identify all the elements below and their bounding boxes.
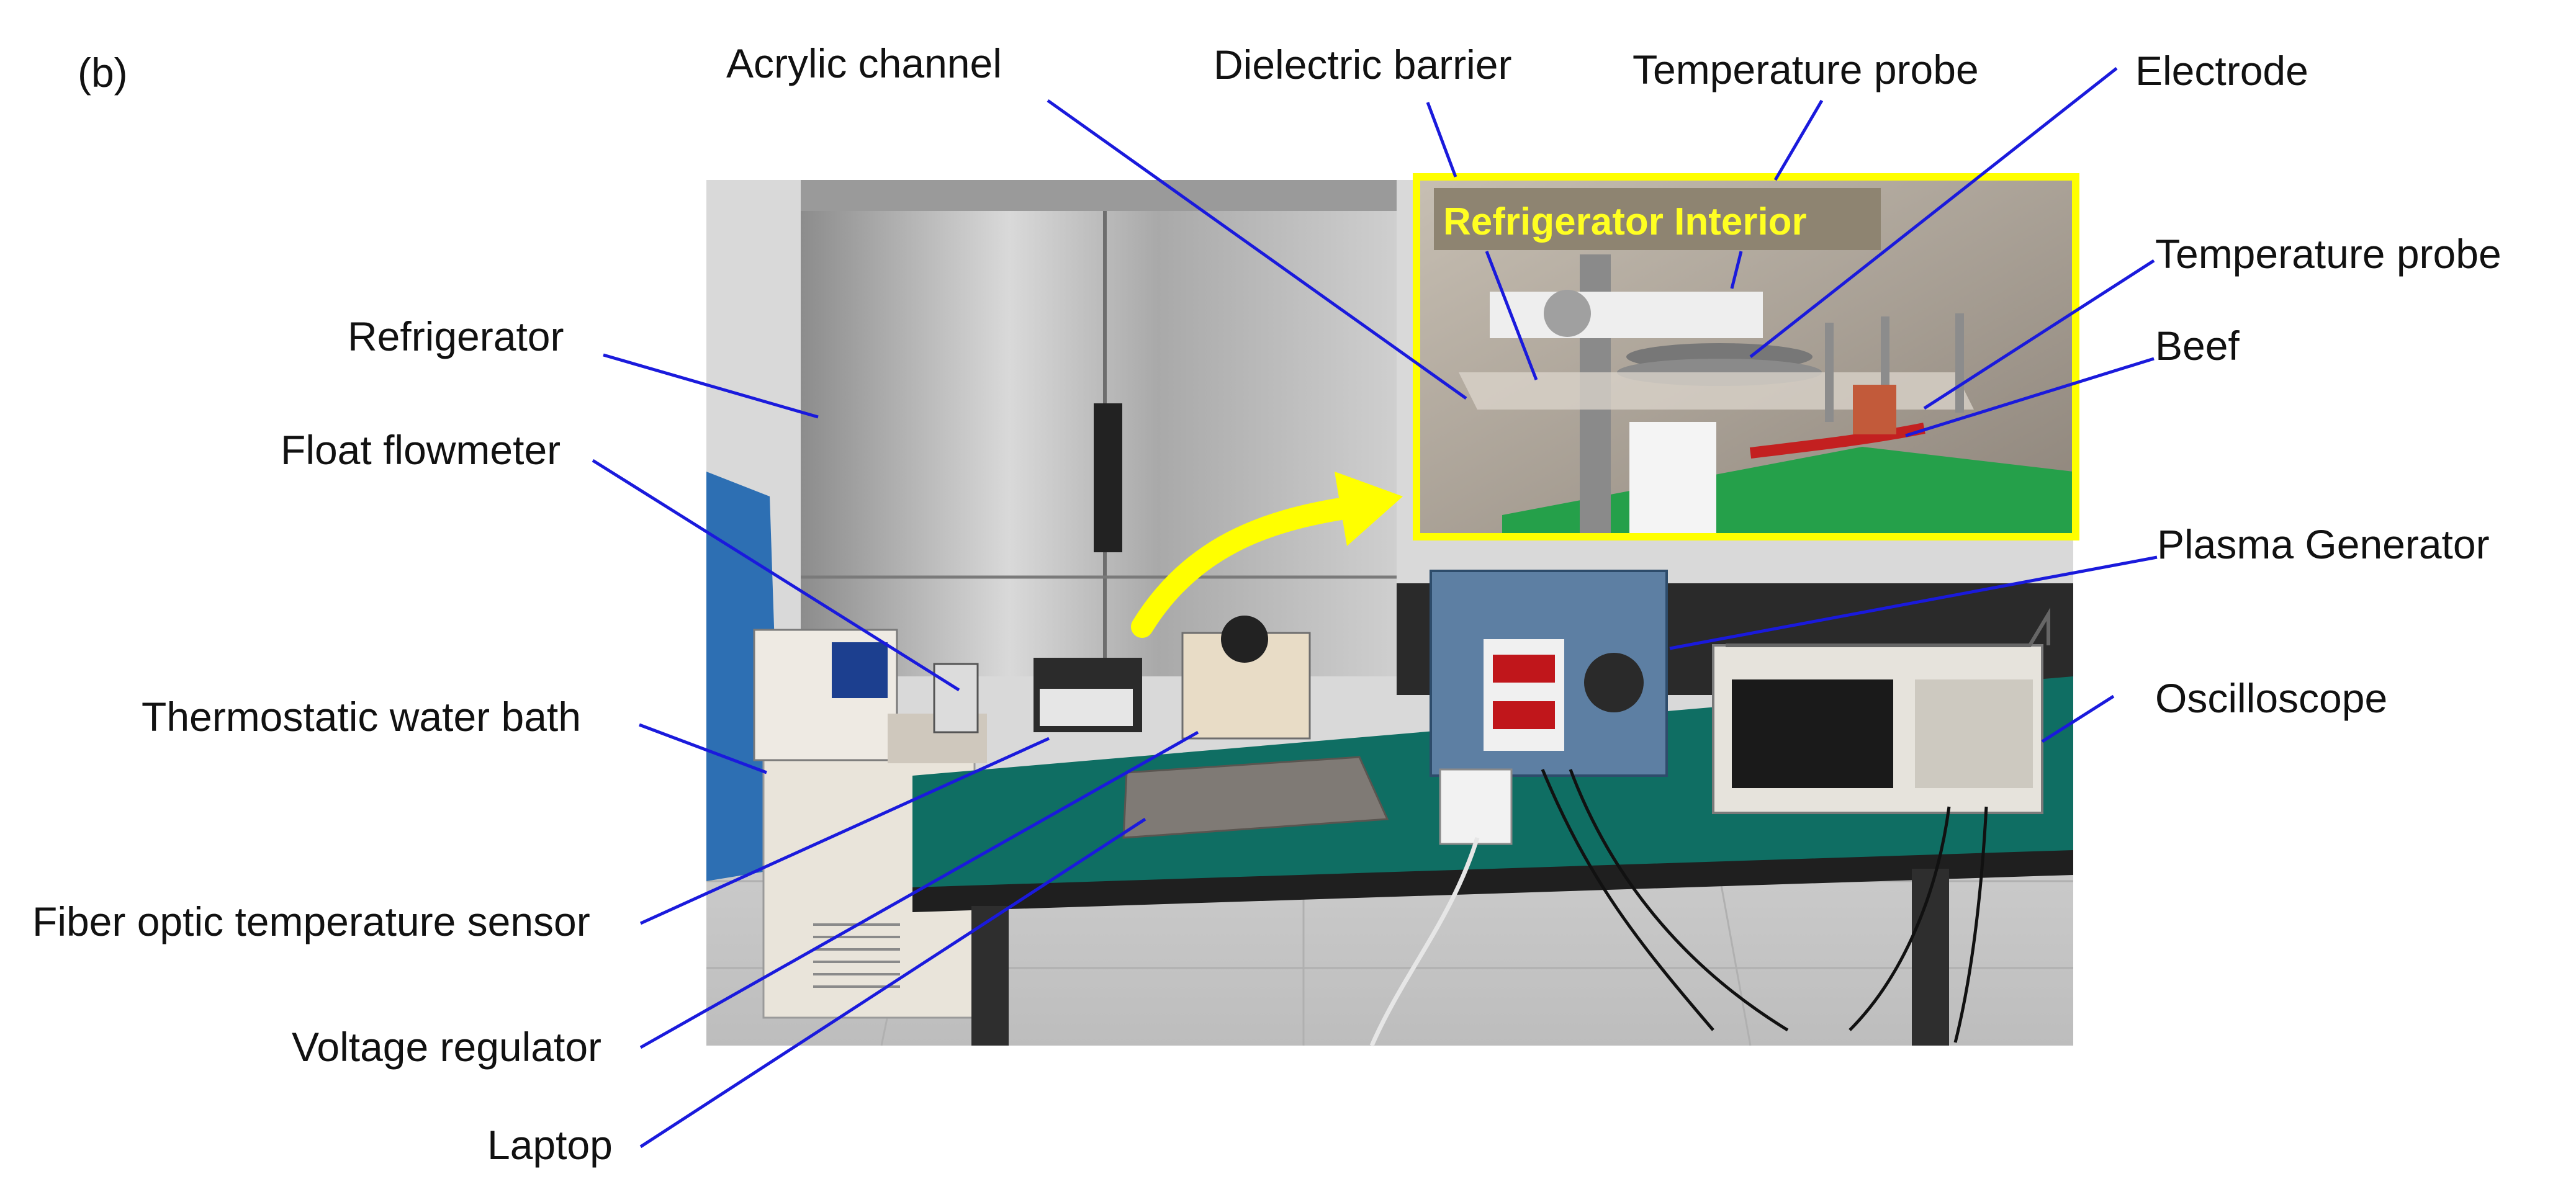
label-voltage-regulator: Voltage regulator [292,1024,601,1070]
laptop-body [1122,756,1389,839]
leader-acrylic-channel-inset [1485,251,1538,380]
label-beef: Beef [2155,323,2240,369]
leader-temperature-probe-right [1923,259,2155,410]
inset-acrylic-channel [1459,372,1974,410]
label-thermostatic-water-bath: Thermostatic water bath [142,694,581,740]
refrigerator-handle [1094,403,1122,552]
label-fiber-optic-temperature-sensor: Fiber optic temperature sensor [32,899,590,944]
label-temperature-probe-top: Temperature probe [1633,47,1979,92]
leader-dielectric-barrier [1426,102,1457,177]
leader-electrode [1749,67,2118,358]
label-float-flowmeter: Float flowmeter [281,427,561,473]
labels: (b) Acrylic channel Dielectric barrier T… [32,40,2502,1168]
table-leg-right [1912,869,1949,1046]
label-acrylic-channel: Acrylic channel [726,40,1002,86]
refrigerator-interior-inset: Refrigerator Interior [1413,173,2079,540]
label-oscilloscope: Oscilloscope [2155,675,2387,721]
label-refrigerator: Refrigerator [348,313,564,359]
label-plasma-generator: Plasma Generator [2157,521,2490,567]
leader-temperature-probe-top-inset [1730,251,1743,289]
label-dielectric-barrier: Dielectric barrier [1214,42,1511,87]
leader-lines [592,67,2158,1149]
leader-laptop [639,817,1146,1149]
cables [1541,769,1988,1043]
label-laptop: Laptop [487,1122,613,1168]
leader-acrylic-channel [1047,99,1467,400]
inset-title: Refrigerator Interior [1443,200,1807,243]
leader-temperature-probe-top [1773,99,1824,181]
label-temperature-probe-right: Temperature probe [2155,231,2502,277]
leader-fiber-optic-sensor [639,737,1050,925]
table-edge [912,850,2073,912]
panel-label: (b) [78,50,128,96]
inset-title-box [1434,188,1881,250]
yellow-arrow [1131,472,1403,638]
leader-thermostatic-water-bath [639,723,767,774]
float-flowmeter-body [933,663,979,733]
leader-float-flowmeter [592,459,960,692]
leader-plasma-generator [1669,555,2158,650]
oscilloscope-screen [1732,679,1893,788]
inset-border [1413,173,2079,540]
leader-refrigerator [603,353,819,419]
power-strip [1439,768,1513,845]
label-electrode: Electrode [2135,48,2308,94]
leader-beef [1905,357,2155,437]
inset-beef [1853,385,1896,434]
leader-oscilloscope [2041,694,2115,743]
leader-voltage-regulator [639,730,1199,1049]
white-cable [1369,836,1480,1047]
